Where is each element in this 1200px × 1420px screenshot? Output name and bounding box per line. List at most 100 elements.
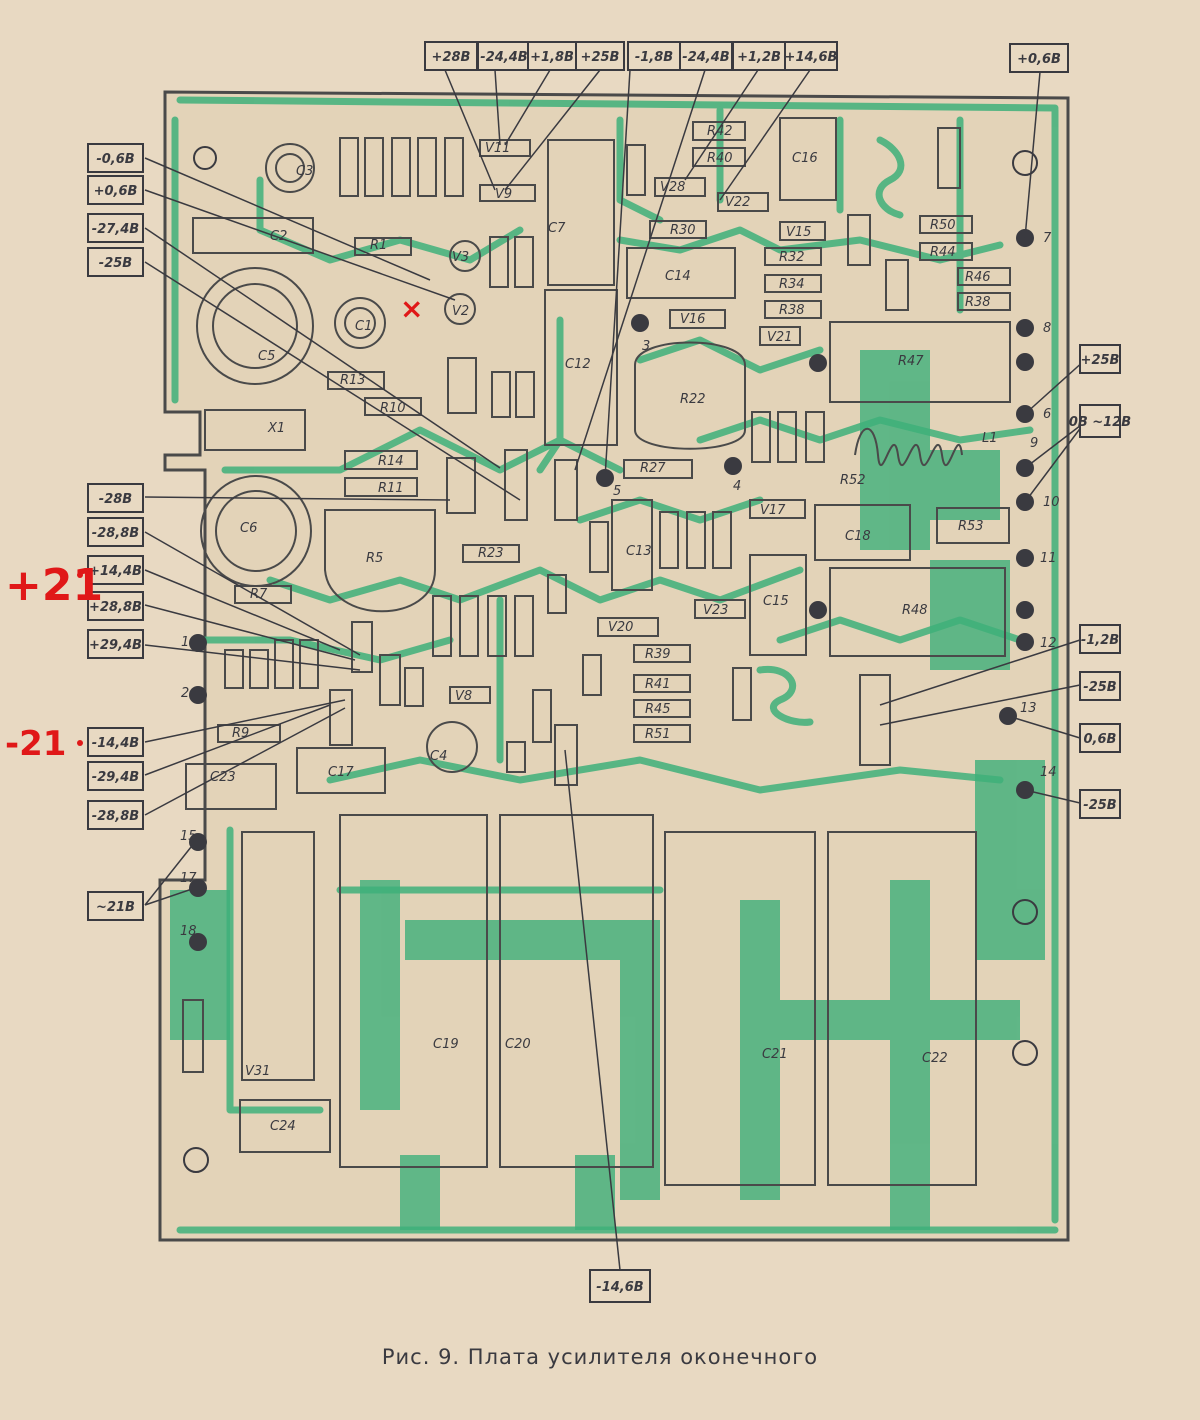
svg-text:0В ~12В: 0В ~12В bbox=[1069, 415, 1131, 430]
svg-text:R53: R53 bbox=[958, 519, 984, 534]
svg-text:C16: C16 bbox=[792, 151, 818, 166]
svg-text:C24: C24 bbox=[270, 1119, 296, 1134]
left-voltage-label: ~21В bbox=[87, 891, 144, 921]
left-voltage-label: -28,8В bbox=[87, 517, 144, 547]
svg-text:-1,8В: -1,8В bbox=[635, 50, 673, 65]
left-voltage-label: -0,6В bbox=[87, 143, 144, 173]
svg-text:C22: C22 bbox=[922, 1051, 948, 1066]
top-voltage-label: +25В bbox=[575, 41, 625, 71]
svg-text:7: 7 bbox=[1043, 231, 1052, 246]
svg-text:R38: R38 bbox=[965, 295, 991, 310]
right-voltage-label: 0В ~12В bbox=[1069, 404, 1131, 438]
svg-text:C15: C15 bbox=[763, 594, 789, 609]
svg-text:-28В: -28В bbox=[99, 492, 132, 507]
svg-text:-14,6В: -14,6В bbox=[596, 1280, 643, 1295]
top-voltage-label: -1,8В bbox=[627, 41, 681, 71]
leader-lines bbox=[144, 69, 1086, 1271]
svg-text:V20: V20 bbox=[608, 620, 633, 635]
svg-text:L1: L1 bbox=[982, 431, 998, 446]
svg-text:R30: R30 bbox=[670, 223, 696, 238]
svg-text:R32: R32 bbox=[779, 250, 805, 265]
svg-text:C17: C17 bbox=[328, 765, 354, 780]
mounting-holes bbox=[183, 146, 1038, 1173]
svg-text:C14: C14 bbox=[665, 269, 691, 284]
top-voltage-label: +14,6В bbox=[784, 41, 838, 71]
pin-pads bbox=[189, 229, 1034, 951]
component-outlines bbox=[182, 117, 1011, 1186]
svg-text:3: 3 bbox=[642, 339, 650, 354]
left-voltage-label: +29,4В bbox=[87, 629, 144, 659]
svg-text:C18: C18 bbox=[845, 529, 871, 544]
right-voltage-label: -1,2В bbox=[1079, 624, 1121, 654]
c21-outline bbox=[664, 831, 816, 1186]
svg-text:+29,4В: +29,4В bbox=[89, 638, 142, 653]
svg-text:1: 1 bbox=[181, 635, 189, 650]
svg-text:V17: V17 bbox=[760, 503, 786, 518]
svg-text:R41: R41 bbox=[645, 677, 671, 692]
svg-text:C6: C6 bbox=[240, 521, 257, 536]
top-voltage-label: -24,4В bbox=[679, 41, 733, 71]
svg-text:+14,4В: +14,4В bbox=[89, 564, 142, 579]
svg-text:V22: V22 bbox=[725, 195, 750, 210]
svg-text:-29,4В: -29,4В bbox=[92, 770, 139, 785]
handwritten-annotations: +21 -21 × bbox=[5, 292, 423, 764]
svg-text:17: 17 bbox=[180, 871, 197, 886]
svg-text:R14: R14 bbox=[378, 454, 404, 469]
left-voltage-label: -25В bbox=[87, 247, 144, 277]
svg-text:5: 5 bbox=[613, 484, 621, 499]
svg-text:R34: R34 bbox=[779, 277, 805, 292]
svg-text:-27,4В: -27,4В bbox=[92, 222, 139, 237]
svg-text:10: 10 bbox=[1043, 495, 1060, 510]
svg-text:R27: R27 bbox=[640, 461, 666, 476]
c19-outline bbox=[339, 814, 488, 1168]
svg-text:-14,4В: -14,4В bbox=[92, 736, 139, 751]
svg-text:R51: R51 bbox=[645, 727, 671, 742]
svg-text:R46: R46 bbox=[965, 270, 991, 285]
svg-text:-28,8В: -28,8В bbox=[92, 526, 139, 541]
handwritten-plus21: +21 bbox=[5, 560, 103, 611]
svg-text:V31: V31 bbox=[245, 1064, 270, 1079]
svg-text:V2: V2 bbox=[452, 304, 469, 319]
svg-text:11: 11 bbox=[1040, 551, 1057, 566]
svg-text:R52: R52 bbox=[840, 473, 866, 488]
svg-text:6: 6 bbox=[1043, 407, 1051, 422]
left-voltage-label: +0,6В bbox=[87, 175, 144, 205]
right-voltage-label: 0,6В bbox=[1079, 723, 1121, 753]
svg-text:8: 8 bbox=[1043, 321, 1051, 336]
handwritten-x-mark: × bbox=[400, 292, 423, 325]
svg-text:-25В: -25В bbox=[99, 256, 132, 271]
svg-text:-24,4В: -24,4В bbox=[682, 50, 729, 65]
top-voltage-label: +1,8В bbox=[527, 41, 577, 71]
svg-text:R9: R9 bbox=[232, 726, 249, 741]
svg-text:12: 12 bbox=[1040, 636, 1057, 651]
svg-text:+28В: +28В bbox=[432, 50, 471, 65]
pin-numbers: 7 8 6 9 10 11 12 13 14 15 17 18 5 4 3 1 … bbox=[180, 231, 1060, 939]
svg-text:+1,2В: +1,2В bbox=[737, 50, 781, 65]
left-voltage-label: -28В bbox=[87, 483, 144, 513]
svg-text:C20: C20 bbox=[505, 1037, 531, 1052]
svg-text:R44: R44 bbox=[930, 245, 956, 260]
left-voltage-label: +14,4В bbox=[87, 555, 144, 585]
top-voltage-label: -24,4В bbox=[477, 41, 531, 71]
svg-text:+28,8В: +28,8В bbox=[89, 600, 142, 615]
bottom-voltage-labels: -14,6В bbox=[589, 1269, 651, 1303]
svg-text:C13: C13 bbox=[626, 544, 652, 559]
top-voltage-label: +1,2В bbox=[732, 41, 786, 71]
svg-text:C12: C12 bbox=[565, 357, 591, 372]
svg-text:4: 4 bbox=[733, 479, 741, 494]
svg-text:X1: X1 bbox=[267, 421, 285, 436]
svg-text:-25В: -25В bbox=[1083, 680, 1116, 695]
svg-text:-1,2В: -1,2В bbox=[1081, 633, 1119, 648]
svg-text:R13: R13 bbox=[340, 373, 366, 388]
svg-text:+0,6В: +0,6В bbox=[1017, 52, 1061, 67]
left-voltage-label: -27,4В bbox=[87, 213, 144, 243]
top-voltage-labels: +28В-24,4В+1,8В+25В-1,8В-24,4В+1,2В+14,6… bbox=[424, 41, 1069, 73]
svg-text:C19: C19 bbox=[433, 1037, 459, 1052]
svg-text:R42: R42 bbox=[707, 124, 733, 139]
svg-text:18: 18 bbox=[180, 924, 197, 939]
svg-text:V28: V28 bbox=[660, 180, 685, 195]
right-voltage-label: +25В bbox=[1079, 344, 1121, 374]
svg-text:R45: R45 bbox=[645, 702, 671, 717]
svg-text:V9: V9 bbox=[495, 187, 512, 202]
